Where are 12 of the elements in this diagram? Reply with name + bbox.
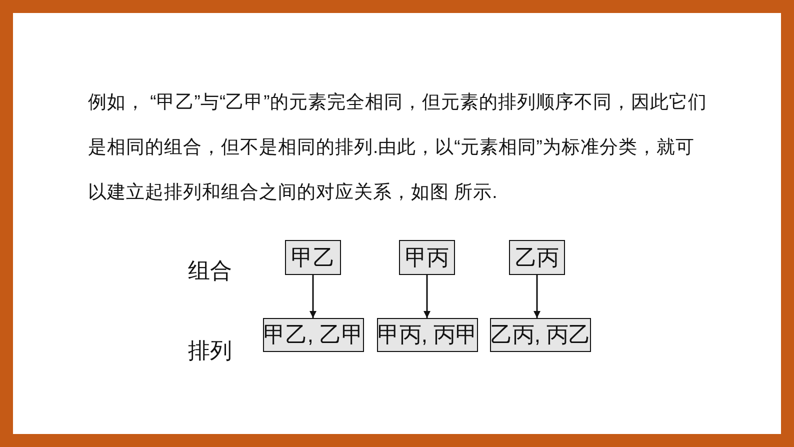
arrow — [424, 275, 430, 318]
permutation-box: 甲丙, 丙甲 — [377, 318, 478, 352]
body-paragraph: 例如， “甲乙”与“乙甲”的元素完全相同，但元素的排列顺序不同，因此它们是相同的组合，但不是相同的排列.由此，以“元素相同”为标准分类，就可以建立起排列和组合之间的对应关系，如图 所示. — [88, 90, 708, 204]
row-label: 组合 — [188, 257, 232, 285]
combination-box: 乙丙 — [509, 240, 565, 275]
arrow — [534, 275, 540, 318]
combination-box: 甲丙 — [399, 240, 455, 275]
row-label: 排列 — [188, 337, 232, 365]
permutation-box: 乙丙, 丙乙 — [490, 318, 591, 352]
arrow — [310, 275, 316, 318]
permutation-box: 甲乙, 乙甲 — [263, 318, 364, 352]
combination-box: 甲乙 — [285, 240, 341, 275]
